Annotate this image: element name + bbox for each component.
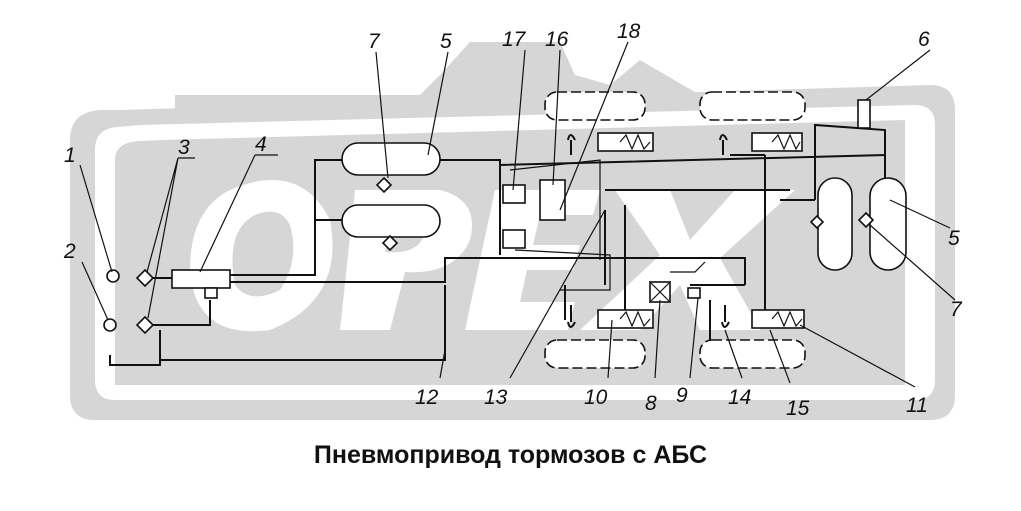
callout-2: 2 bbox=[63, 240, 76, 263]
receiver-top bbox=[341, 142, 441, 176]
callout-7b: 7 bbox=[950, 298, 963, 321]
drain-valve-icon bbox=[375, 176, 393, 194]
callouts: 1 2 3 4 5 5 6 7 7 8 9 10 11 12 13 14 15 … bbox=[63, 20, 963, 420]
abs-modulator bbox=[502, 184, 526, 204]
diagram-caption: Пневмопривод тормозов с АБС bbox=[313, 441, 708, 469]
brake-chambers bbox=[597, 132, 805, 329]
pressure-regulator bbox=[171, 269, 231, 289]
wheel-sensors bbox=[567, 134, 730, 328]
receiver-right-b bbox=[869, 177, 907, 271]
callout-8: 8 bbox=[645, 392, 657, 415]
pipelines bbox=[109, 123, 886, 366]
leader-lines bbox=[79, 41, 956, 388]
callout-18: 18 bbox=[617, 20, 641, 43]
callout-4: 4 bbox=[255, 133, 267, 156]
receiver-right-a bbox=[817, 177, 853, 271]
callout-1: 1 bbox=[64, 144, 76, 167]
drain-valve-icon bbox=[857, 211, 875, 229]
callout-15: 15 bbox=[786, 397, 810, 420]
callout-6: 6 bbox=[918, 28, 930, 51]
drain-valve-icon bbox=[809, 214, 825, 230]
callout-12: 12 bbox=[415, 386, 439, 409]
callout-17: 17 bbox=[502, 28, 527, 51]
drain-valve-icon bbox=[381, 234, 399, 252]
callout-11: 11 bbox=[906, 394, 928, 417]
components bbox=[103, 99, 871, 335]
valve-6 bbox=[857, 99, 871, 129]
callout-5b: 5 bbox=[948, 227, 960, 250]
callout-16: 16 bbox=[545, 28, 569, 51]
callout-9: 9 bbox=[676, 384, 688, 407]
callout-14: 14 bbox=[728, 386, 751, 409]
wheels bbox=[544, 91, 806, 369]
air-receivers bbox=[341, 142, 907, 271]
receiver-mid bbox=[341, 204, 441, 238]
callout-5a: 5 bbox=[440, 30, 452, 53]
callout-7a: 7 bbox=[368, 30, 381, 53]
callout-13: 13 bbox=[484, 386, 508, 409]
callout-10: 10 bbox=[584, 386, 608, 409]
callout-3: 3 bbox=[178, 136, 190, 159]
